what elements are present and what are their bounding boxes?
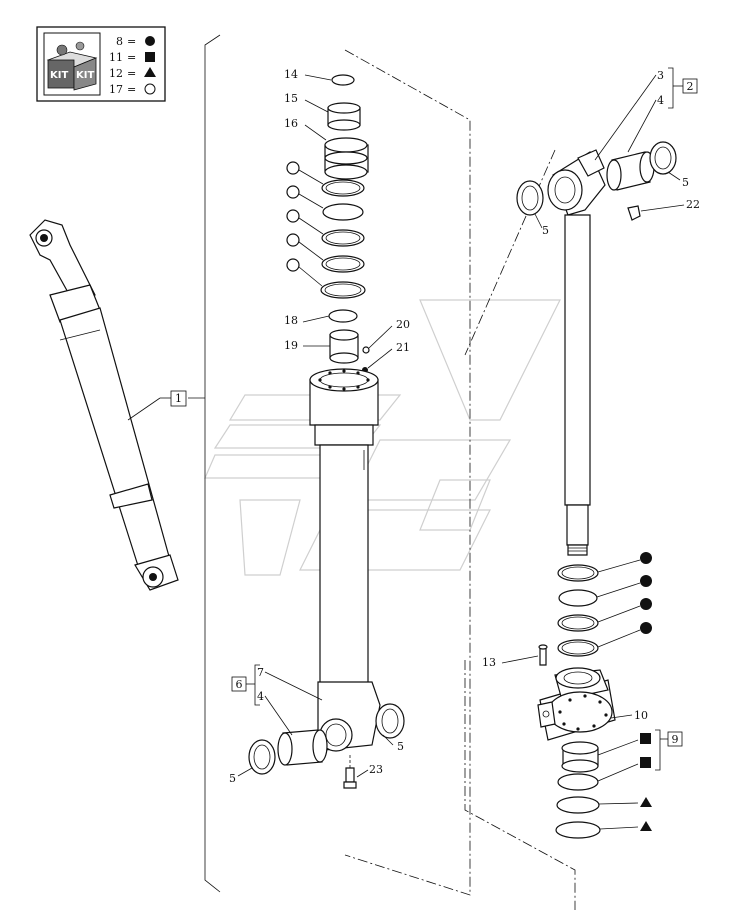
callout-box-9 bbox=[667, 731, 683, 747]
open-circle-icon bbox=[286, 233, 300, 247]
filled-square-icon bbox=[145, 52, 155, 62]
callout-5-right-upper: 5 bbox=[682, 176, 689, 189]
kit-label-left: KIT bbox=[50, 70, 68, 81]
callout-1: 1 bbox=[175, 392, 182, 405]
open-circle-icon bbox=[286, 209, 300, 223]
callout-18: 18 bbox=[284, 314, 298, 327]
piston-seal-stack bbox=[557, 552, 652, 657]
filled-circle-icon bbox=[145, 36, 155, 46]
center-axis-line bbox=[344, 49, 471, 896]
legend-number-12: 12 bbox=[109, 67, 123, 80]
callout-23: 23 bbox=[369, 763, 383, 776]
filled-circle-icon bbox=[640, 575, 652, 587]
legend-number-8: 8 bbox=[116, 35, 123, 48]
legend-equals: = bbox=[127, 35, 136, 48]
legend-equals: = bbox=[127, 51, 136, 64]
callout-box-1 bbox=[170, 390, 187, 407]
callout-6: 6 bbox=[236, 678, 243, 691]
callout-16: 16 bbox=[284, 117, 298, 130]
filled-circle-icon bbox=[640, 598, 652, 610]
callout-21: 21 bbox=[396, 341, 410, 354]
cylinder-barrel bbox=[309, 368, 381, 752]
assembly-bracket bbox=[204, 34, 221, 893]
callout-13: 13 bbox=[482, 656, 496, 669]
filled-triangle-icon bbox=[640, 821, 652, 831]
callout-20: 20 bbox=[396, 318, 410, 331]
callout-2: 2 bbox=[687, 80, 694, 93]
legend-equals: = bbox=[127, 83, 136, 96]
filled-circle-icon bbox=[640, 622, 652, 634]
legend-equals: = bbox=[127, 67, 136, 80]
filled-triangle-icon bbox=[640, 797, 652, 807]
callout-19: 19 bbox=[284, 339, 298, 352]
filled-square-icon bbox=[640, 733, 651, 744]
callout-4-upper: 4 bbox=[657, 94, 664, 107]
kit-label-right: KIT bbox=[76, 70, 94, 81]
right-axis-line bbox=[464, 660, 576, 910]
callout-15: 15 bbox=[284, 92, 298, 105]
open-circle-icon bbox=[286, 185, 300, 199]
callout-7: 7 bbox=[257, 666, 264, 679]
callout-5-lower-left: 5 bbox=[229, 772, 236, 785]
watermark-logo bbox=[204, 299, 561, 576]
head-seal-stack: 9 bbox=[555, 729, 683, 839]
kit-box-icon: KIT KIT bbox=[46, 41, 98, 91]
callout-9: 9 bbox=[672, 733, 679, 746]
callout-14: 14 bbox=[284, 68, 298, 81]
open-circle-icon bbox=[286, 258, 300, 272]
callout-22: 22 bbox=[686, 198, 700, 211]
axis-connector bbox=[464, 149, 556, 356]
callout-3: 3 bbox=[657, 69, 664, 82]
callout-10: 10 bbox=[634, 709, 648, 722]
barrel-bushing-group: 5 5 6 7 4 23 bbox=[229, 664, 405, 789]
filled-triangle-icon bbox=[144, 67, 156, 77]
filled-circle-icon bbox=[640, 552, 652, 564]
callout-5-lower-center: 5 bbox=[397, 740, 404, 753]
open-circle-icon bbox=[144, 83, 156, 95]
assembled-cylinder bbox=[29, 219, 179, 591]
kit-legend: KIT KIT 8 = 11 = 12 = 17 = bbox=[36, 26, 166, 102]
piston-rod: 22 5 5 3 4 2 bbox=[516, 67, 700, 556]
legend-number-17: 17 bbox=[109, 83, 123, 96]
cylinder-head: 10 13 bbox=[482, 644, 648, 741]
filled-square-icon bbox=[640, 757, 651, 768]
callout-box-2 bbox=[682, 78, 698, 94]
open-circle-icon bbox=[286, 161, 300, 175]
rod-seal-stack: 14 15 16 18 bbox=[284, 68, 410, 373]
legend-number-11: 11 bbox=[109, 51, 123, 64]
callout-4-lower: 4 bbox=[257, 690, 264, 703]
callout-5-right-upper-left: 5 bbox=[542, 224, 549, 237]
